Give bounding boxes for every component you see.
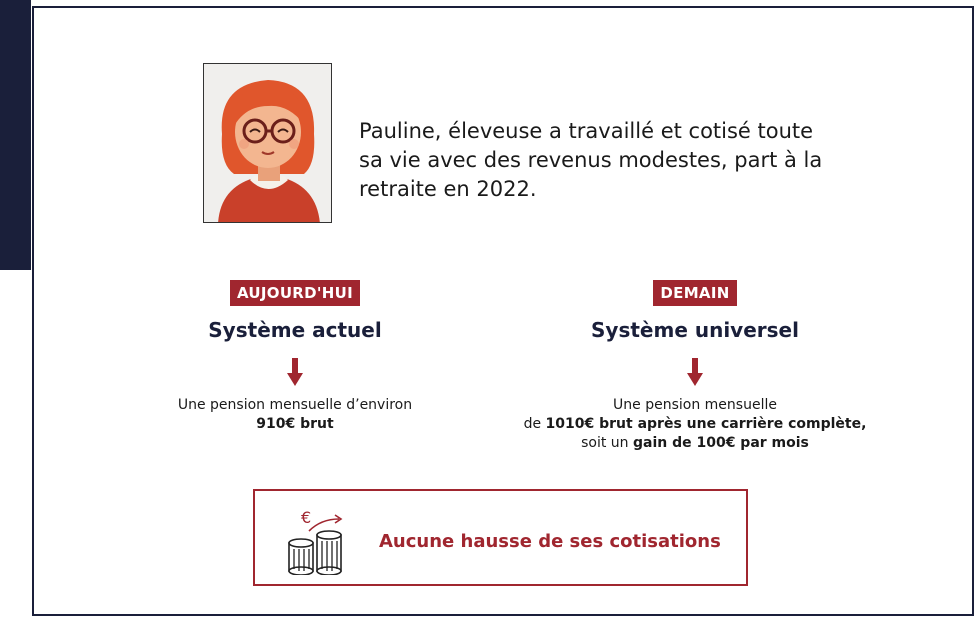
arrow-down-icon bbox=[287, 358, 303, 388]
current-system-column: AUJOURD'HUI Système actuel Une pension m… bbox=[145, 280, 445, 434]
tomorrow-tag: DEMAIN bbox=[653, 280, 737, 306]
intro-line: retraite en 2022. bbox=[359, 177, 537, 201]
pension-amount: 910€ brut bbox=[256, 416, 334, 432]
universal-system-column: DEMAIN Système universel Une pension men… bbox=[495, 280, 895, 453]
current-system-title: Système actuel bbox=[208, 318, 382, 342]
avatar bbox=[203, 63, 332, 223]
pension-line: Une pension mensuelle bbox=[613, 397, 777, 413]
gain-prefix: soit un bbox=[581, 435, 633, 451]
coins-euro-icon: € bbox=[288, 508, 343, 575]
today-tag: AUJOURD'HUI bbox=[229, 280, 361, 306]
universal-system-title: Système universel bbox=[591, 318, 799, 342]
pauline-portrait-icon bbox=[204, 64, 331, 222]
arrow-down-icon bbox=[687, 358, 703, 388]
pension-amount: 1010€ brut après une carrière complète, bbox=[545, 416, 867, 432]
current-pension-text: Une pension mensuelle d’environ 910€ bru… bbox=[145, 396, 445, 434]
contribution-box: € Aucune hausse de ses cotisations bbox=[253, 489, 748, 586]
intro-line: sa vie avec des revenus modestes, part à… bbox=[359, 148, 823, 172]
pension-line: Une pension mensuelle d’environ bbox=[177, 397, 413, 413]
intro-line: Pauline, éleveuse a travaillé et cotisé … bbox=[359, 119, 814, 143]
infographic-frame bbox=[32, 6, 974, 616]
euro-sign: € bbox=[301, 508, 311, 527]
no-increase-text: Aucune hausse de ses cotisations bbox=[379, 531, 721, 552]
pension-prefix: de bbox=[523, 416, 546, 432]
side-accent-bar bbox=[0, 0, 31, 270]
intro-text: Pauline, éleveuse a travaillé et cotisé … bbox=[359, 117, 849, 204]
universal-pension-text: Une pension mensuelle de 1010€ brut aprè… bbox=[495, 396, 895, 453]
gain-amount: gain de 100€ par mois bbox=[632, 435, 809, 451]
